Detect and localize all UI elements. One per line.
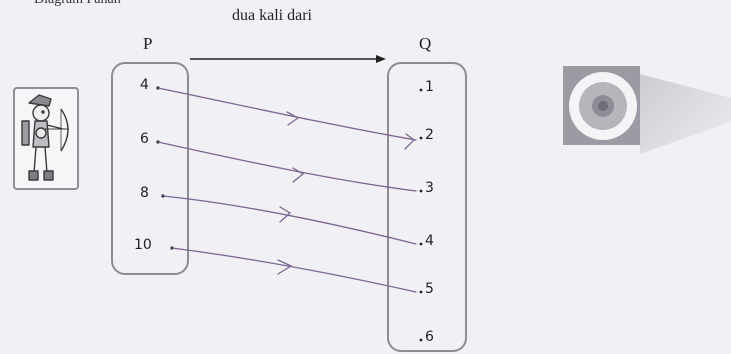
set-p-label: P [143, 34, 153, 53]
arrowhead [292, 167, 305, 183]
target-icon [563, 66, 640, 145]
set-q-element: 2 [425, 127, 434, 143]
set-q-box [387, 62, 467, 352]
set-q-dot [419, 338, 423, 342]
mapping-line [171, 247, 417, 293]
set-q-element: 5 [425, 281, 434, 297]
mapping-line [157, 141, 417, 192]
set-q-dot [419, 242, 423, 246]
mapping-line [157, 87, 417, 141]
arrowhead [286, 111, 300, 126]
mapping-line [162, 195, 417, 245]
arrowhead [279, 206, 292, 223]
set-p-element: 10 [134, 237, 152, 253]
arrowhead [404, 133, 415, 150]
set-q-label: Q [419, 34, 432, 53]
relation-arrow [190, 55, 386, 63]
set-q-element: 1 [425, 79, 434, 95]
set-q-element: 4 [425, 233, 434, 249]
set-p-element: 6 [140, 131, 149, 147]
relation-label: dua kali dari [232, 7, 312, 24]
set-q-dot [419, 136, 423, 140]
set-p-element: 8 [140, 185, 149, 201]
diagram-heading: Diagram Panah [34, 0, 121, 8]
set-q-dot [419, 88, 423, 92]
set-q-element: 3 [425, 180, 434, 196]
set-q-dot [419, 189, 423, 193]
set-q-element: 6 [425, 329, 434, 345]
arrowhead [277, 259, 293, 275]
set-p-element: 4 [140, 77, 149, 93]
set-q-dot [419, 290, 423, 294]
set-p-box [111, 62, 189, 275]
archer-icon [13, 87, 79, 190]
